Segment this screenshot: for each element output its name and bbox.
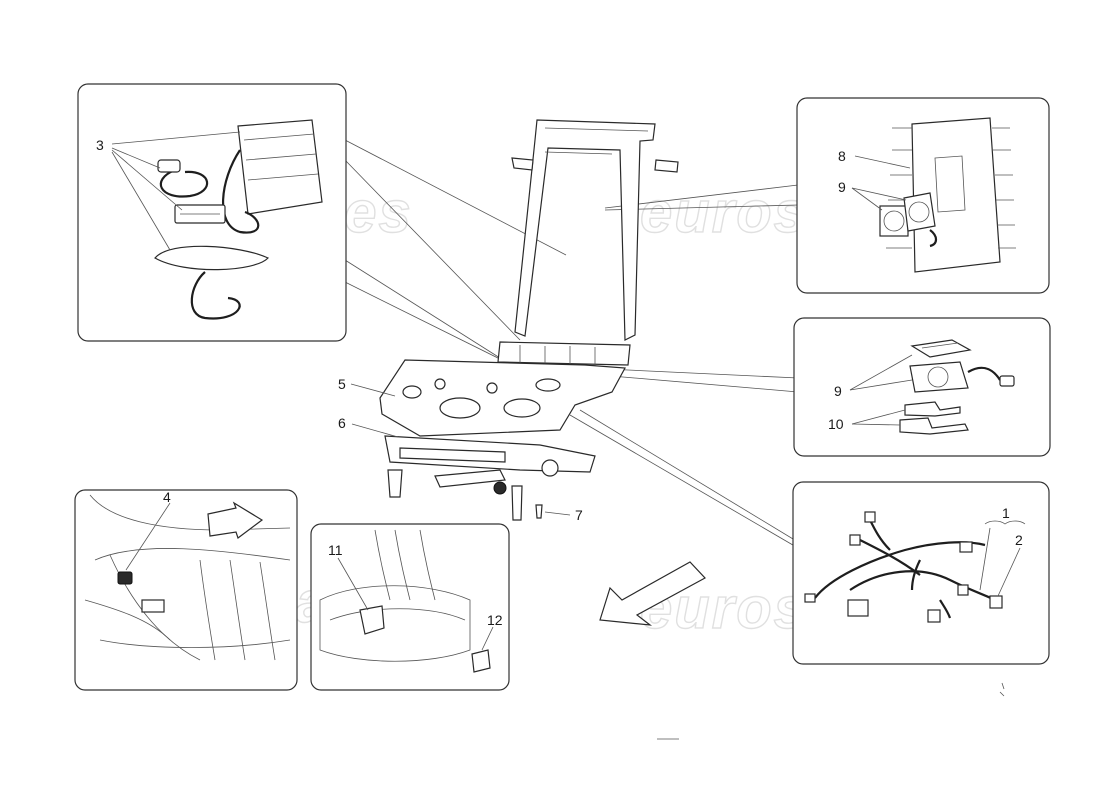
panel-heater-pads: 3 bbox=[77, 83, 347, 342]
seat-sensor bbox=[359, 605, 385, 635]
panel-hooks-right bbox=[992, 127, 1016, 249]
callout-1: 1 bbox=[1002, 505, 1010, 521]
fan-bottom bbox=[909, 361, 969, 393]
callout-3: 3 bbox=[96, 137, 104, 153]
callout-6: 6 bbox=[338, 415, 346, 431]
seat-adjuster-rails: 6 7 bbox=[338, 415, 596, 523]
callout-12: 12 bbox=[487, 612, 503, 628]
fan-top bbox=[910, 339, 972, 358]
sensor-12 bbox=[471, 649, 491, 673]
direction-arrow-large bbox=[599, 561, 706, 626]
frame-bracket-left bbox=[511, 157, 534, 171]
panel-back-fans: 8 9 bbox=[796, 97, 1050, 294]
direction-arrow-small bbox=[207, 501, 264, 539]
callout-5: 5 bbox=[338, 376, 346, 392]
heater-pad-back bbox=[237, 119, 323, 215]
bracket-top bbox=[904, 401, 961, 417]
callout-7: 7 bbox=[575, 507, 583, 523]
callout-4: 4 bbox=[163, 489, 171, 505]
panel-seat-sensor: 11 12 bbox=[310, 523, 510, 691]
panel-seat-switch: 4 bbox=[74, 489, 298, 691]
connector-small bbox=[157, 159, 181, 173]
callout-2: 2 bbox=[1015, 532, 1023, 548]
frame-bracket-right bbox=[654, 159, 679, 173]
heater-pad-seat bbox=[154, 245, 270, 271]
panel-hooks-left bbox=[886, 127, 912, 249]
connector-2 bbox=[989, 595, 1003, 609]
bracket-bottom bbox=[899, 417, 969, 435]
panel-wiring-harness: 1 2 bbox=[792, 481, 1050, 665]
seat-back-frame bbox=[497, 119, 679, 366]
callout-10: 10 bbox=[828, 416, 844, 432]
connector-block bbox=[847, 599, 869, 617]
seat-switch bbox=[117, 571, 133, 585]
callout-9-mid: 9 bbox=[834, 383, 842, 399]
panel-fans-brackets: 9 10 bbox=[793, 317, 1051, 457]
corner-mark bbox=[999, 682, 1005, 697]
callout-9-top: 9 bbox=[838, 179, 846, 195]
fan-2 bbox=[903, 192, 936, 232]
callout-11: 11 bbox=[328, 542, 343, 558]
callout-8: 8 bbox=[838, 148, 846, 164]
seat-cushion-frame: 5 bbox=[338, 359, 626, 437]
